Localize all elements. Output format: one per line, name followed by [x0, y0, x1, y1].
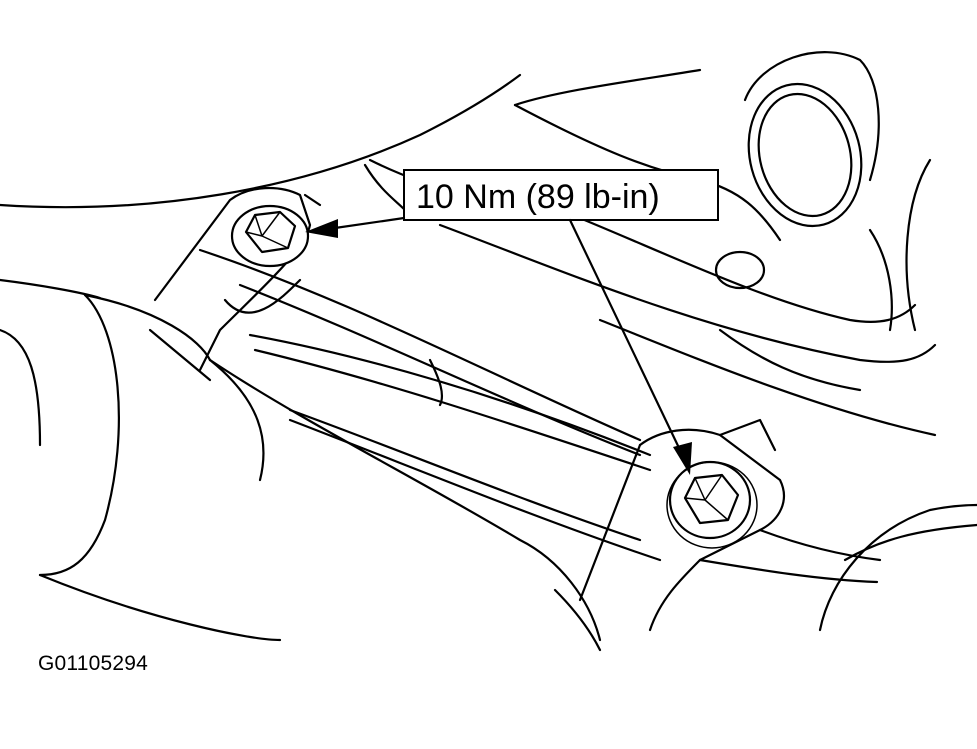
lower-right-cylinder [818, 503, 977, 632]
plug [714, 250, 766, 290]
torque-label: 10 Nm (89 lb-in) [416, 178, 660, 216]
upper-housing [0, 51, 937, 437]
left-bolt [230, 204, 310, 268]
callout-box [403, 169, 719, 221]
right-bracket [553, 418, 882, 652]
arrowhead-left-icon [305, 219, 338, 238]
figure-id: G01105294 [38, 652, 149, 675]
left-bracket [148, 186, 322, 382]
leader-line-right [568, 218, 682, 452]
leader-arrows [305, 216, 692, 475]
crossmember-bar [198, 248, 662, 562]
arrowhead-right-icon [673, 442, 692, 475]
torque-callout: 10 Nm (89 lb-in) [403, 169, 719, 221]
left-cylinder [0, 278, 602, 642]
ring-fitting [747, 82, 863, 228]
right-bolt [666, 460, 758, 549]
leader-line-left [333, 216, 406, 230]
